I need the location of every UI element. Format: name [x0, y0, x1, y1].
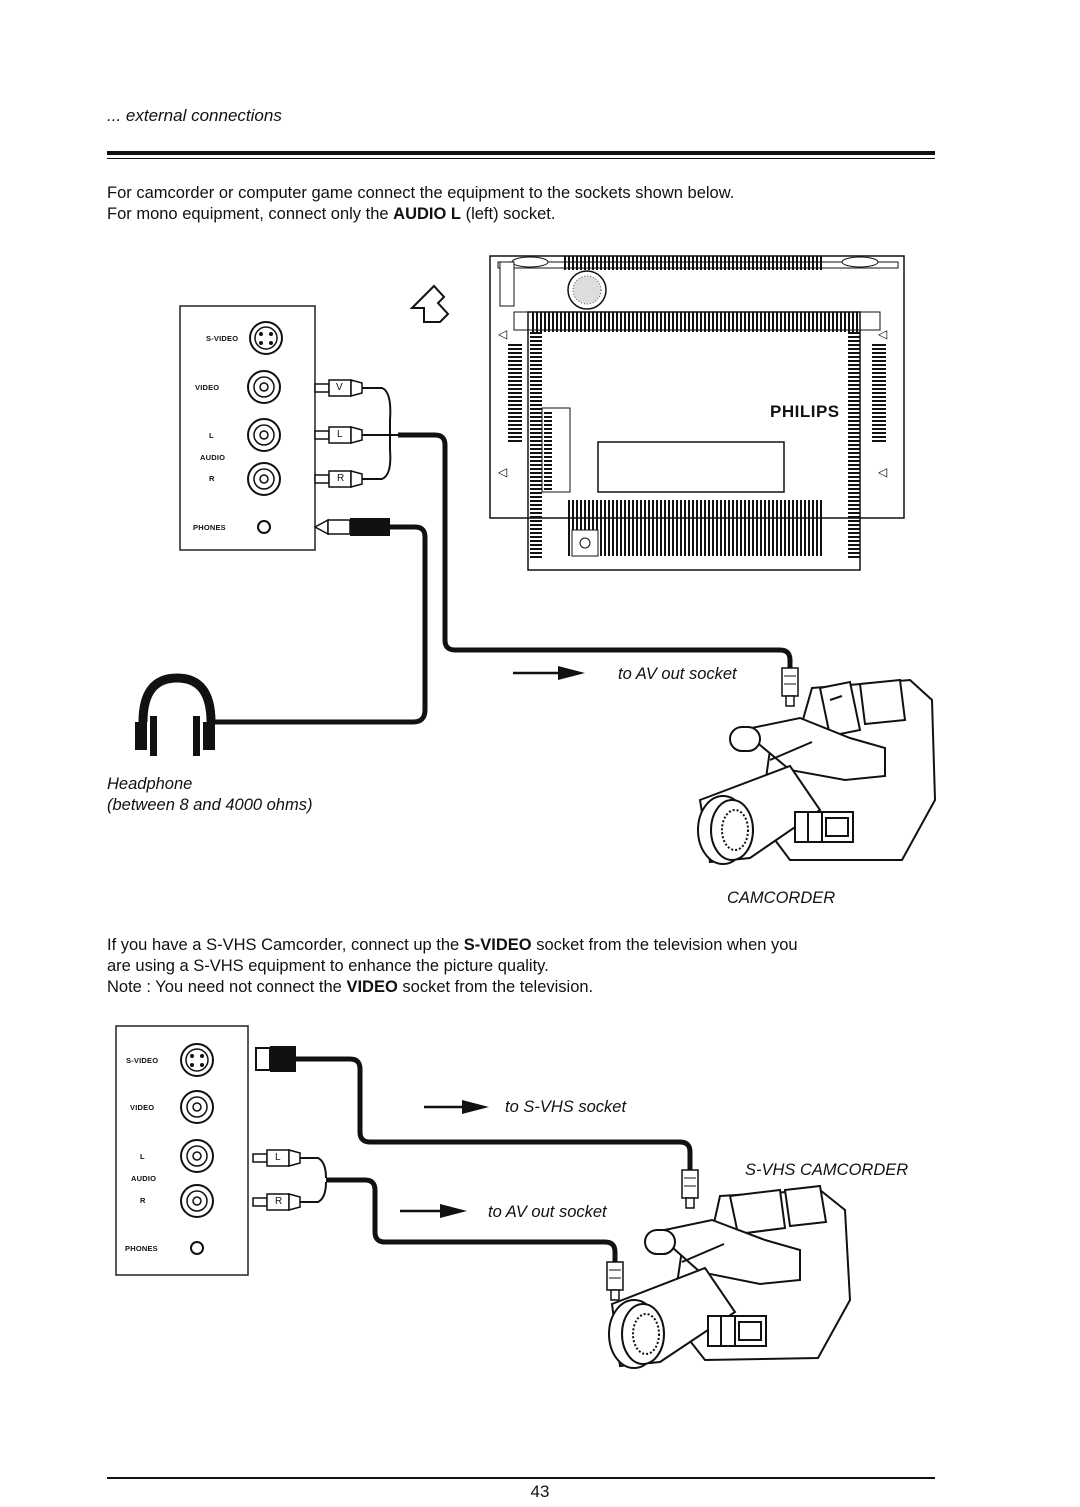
headphone-title: Headphone: [107, 775, 193, 793]
phones-socket-icon[interactable]: [190, 1241, 204, 1255]
av-plug-icon: [606, 1261, 624, 1301]
audio-label: AUDIO: [131, 1174, 157, 1183]
plug-r-label: R: [275, 1196, 283, 1207]
socket-panel-top: [179, 305, 316, 551]
header-rule: [107, 151, 935, 155]
page-number: 43: [530, 1482, 550, 1501]
phones-label: PHONES: [193, 523, 226, 532]
headphone-spec: (between 8 and 4000 ohms): [107, 796, 313, 814]
video-socket-icon[interactable]: [180, 1090, 214, 1124]
l-label: L: [209, 431, 214, 440]
audio-l-socket-icon[interactable]: [180, 1139, 214, 1173]
header-rule-thin: [107, 158, 935, 159]
audio-l-socket-icon[interactable]: [247, 418, 281, 452]
svhs-socket-label: to S-VHS socket: [505, 1098, 627, 1116]
av-out-label: to AV out socket: [618, 665, 737, 683]
video-socket-icon[interactable]: [247, 370, 281, 404]
plug-l-label: L: [275, 1152, 281, 1163]
audio-r-socket-icon[interactable]: [247, 462, 281, 496]
svideo-label: S-VIDEO: [126, 1056, 159, 1065]
svg-text:◁: ◁: [877, 465, 887, 479]
phones-socket-icon[interactable]: [257, 520, 271, 534]
s-video-term: S-VIDEO: [463, 936, 532, 954]
arrow-icon: [424, 1100, 489, 1114]
plug-l-label: L: [337, 429, 343, 440]
audio-r-socket-icon[interactable]: [180, 1184, 214, 1218]
rca-plug-v-icon: [314, 379, 363, 397]
r-label: R: [209, 474, 215, 483]
av-plug-icon: [781, 667, 799, 707]
footer-rule: [107, 1477, 935, 1479]
svhs-plug-icon: [681, 1169, 699, 1209]
video-label: VIDEO: [195, 383, 220, 392]
arrow-icon: [513, 666, 585, 680]
rca-plug-r-icon: [252, 1193, 301, 1211]
brand-logo: PHILIPS: [770, 402, 840, 421]
camcorder-label: CAMCORDER: [727, 889, 836, 907]
intro-line-2: For mono equipment, connect only the AUD…: [107, 205, 556, 223]
video-label: VIDEO: [130, 1103, 155, 1112]
svhs-camcorder-illustration: [608, 1184, 852, 1369]
av-out-label: to AV out socket: [488, 1203, 607, 1221]
svhs-line-3: Note : You need not connect the VIDEO so…: [107, 978, 594, 996]
intro-line-1: For camcorder or computer game connect t…: [107, 184, 735, 202]
svg-text:◁: ◁: [877, 327, 887, 341]
svideo-label: S-VIDEO: [206, 334, 239, 343]
audio-label: AUDIO: [200, 453, 226, 462]
pointer-arrow-icon: [409, 284, 450, 323]
svideo-socket-icon[interactable]: [180, 1043, 214, 1077]
headphone-icon: [135, 673, 216, 756]
svideo-plug-icon: [255, 1046, 296, 1072]
svg-text:◁: ◁: [497, 327, 507, 341]
rca-plug-l-icon: [314, 426, 363, 444]
tv-rear-illustration: ◁ ◁ ◁ ◁: [489, 255, 905, 571]
svhs-line-1: If you have a S-VHS Camcorder, connect u…: [107, 936, 798, 954]
rca-plug-r-icon: [314, 470, 363, 488]
l-label: L: [140, 1152, 145, 1161]
svhs-camcorder-label: S-VHS CAMCORDER: [745, 1161, 909, 1179]
rca-plug-l-icon: [252, 1149, 301, 1167]
section-title: ... external connections: [107, 106, 282, 125]
camcorder-illustration: [697, 678, 937, 865]
audio-l-term: AUDIO L: [393, 205, 462, 223]
plug-r-label: R: [337, 473, 345, 484]
plug-v-label: V: [336, 382, 343, 393]
headphone-plug-icon: [313, 518, 390, 536]
arrow-icon: [400, 1204, 467, 1218]
video-term: VIDEO: [346, 978, 398, 996]
svhs-line-2: are using a S-VHS equipment to enhance t…: [107, 957, 549, 975]
r-label: R: [140, 1196, 146, 1205]
svg-text:◁: ◁: [497, 465, 507, 479]
phones-label: PHONES: [125, 1244, 158, 1253]
svideo-socket-icon[interactable]: [249, 321, 283, 355]
